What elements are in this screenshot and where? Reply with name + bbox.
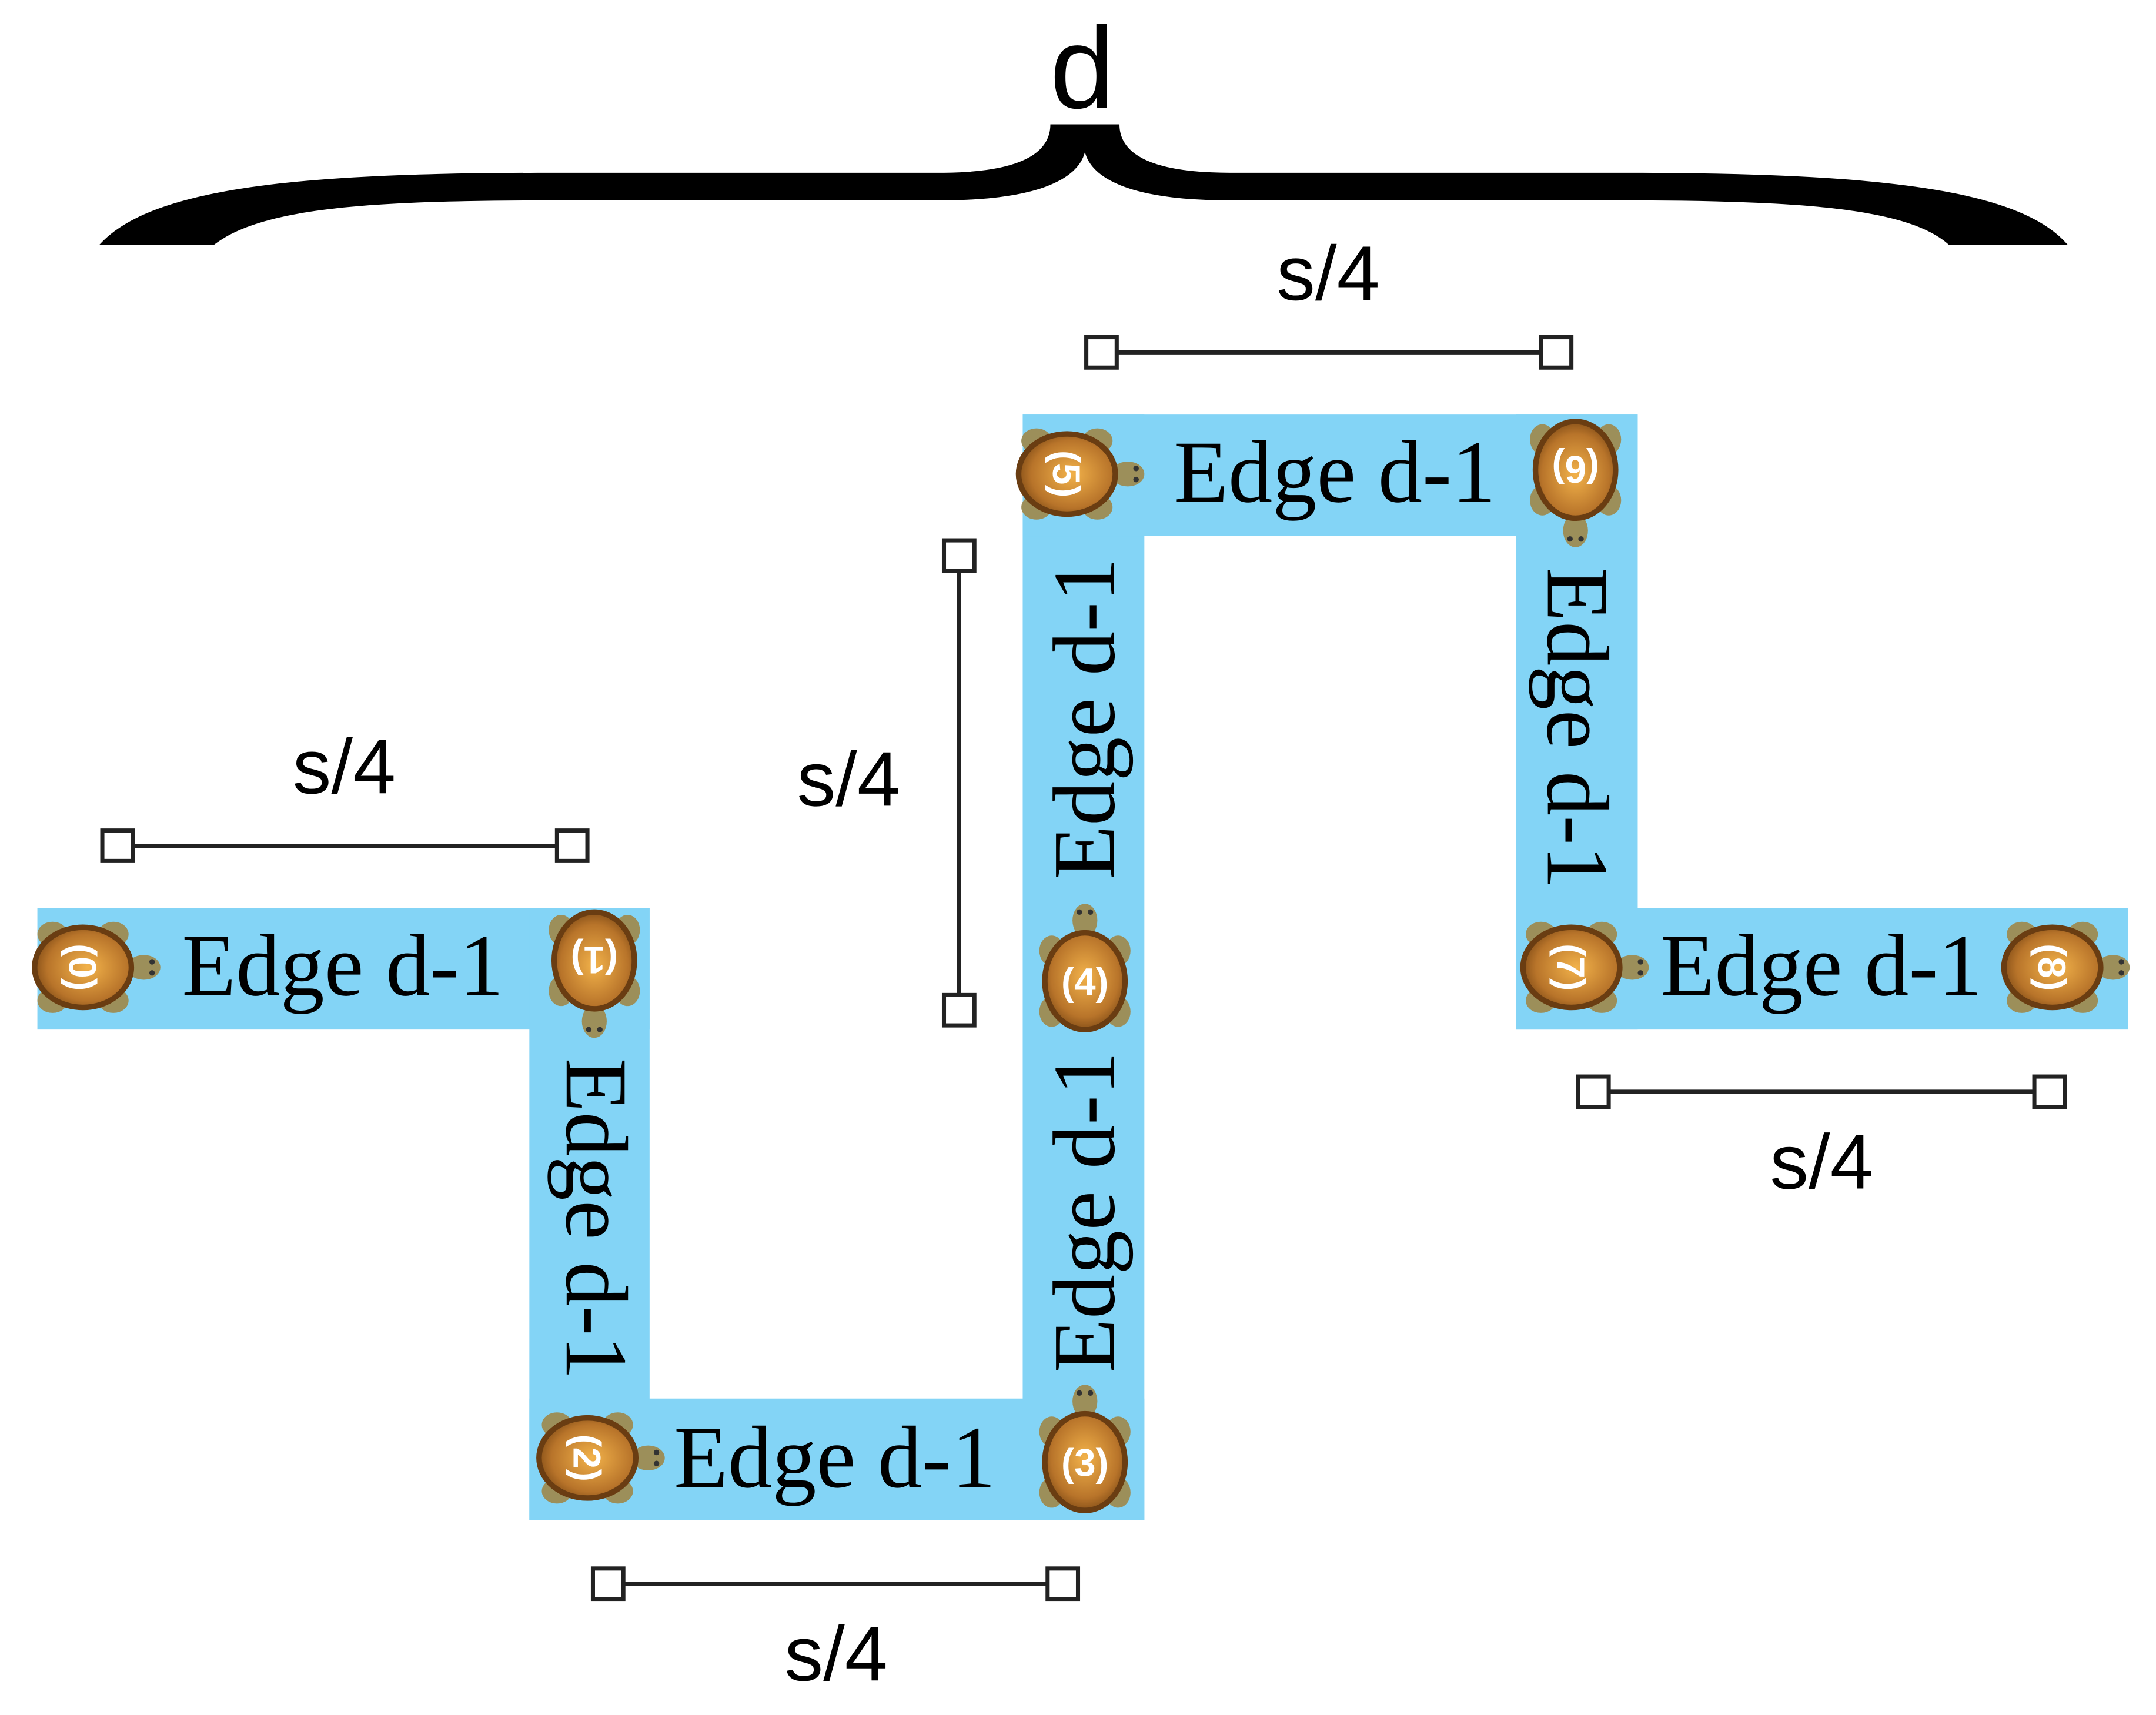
edge-label: Edge d-1 [1035,1051,1134,1373]
dimension-endpoint [1576,1074,1611,1109]
edge-label: Edge d-1 [1660,916,1982,1014]
turtle-icon: (1) [549,909,640,1038]
brace-label: d [1050,2,1115,132]
turtle-number: (6) [1552,448,1599,492]
dimension-label: s/4 [784,1610,888,1697]
turtle-icon: (6) [1530,419,1622,547]
turtle-number: (4) [1061,960,1108,1003]
dimension-markers [100,335,2067,1602]
turtle-number: (1) [571,938,618,982]
turtle-number: (3) [1061,1440,1108,1484]
turtle-number: (7) [1549,944,1593,991]
dimension-endpoint [1084,335,1119,370]
dimension-label: s/4 [1276,230,1380,316]
turtle-icon: (2) [536,1412,665,1504]
dimension-marker [590,1566,1081,1602]
turtle-number: (0) [61,944,105,991]
dimension-endpoint [1045,1566,1081,1602]
dimension-endpoint [100,828,135,863]
turtle-icon: (8) [2001,921,2130,1013]
dimension-marker [100,828,590,863]
dimension-marker [941,538,977,1028]
turtle-icon: (4) [1039,904,1131,1032]
turtle-icon: (0) [32,921,161,1013]
turtle-icon: (3) [1039,1385,1131,1513]
dimension-endpoint [554,828,590,863]
edge-label: Edge d-1 [1174,423,1496,521]
edge-label: Edge d-1 [547,1058,646,1380]
edge-labels: Edge d-1 Edge d-1 Edge d-1 Edge d-1 Edge… [182,423,1982,1506]
curly-brace [99,124,2068,245]
dimension-endpoint [1539,335,1574,370]
turtle-number: (5) [1045,450,1088,497]
dimension-marker [1084,335,1574,370]
dimension-labels: s/4 s/4 s/4 s/4 s/4 [293,230,1873,1697]
edge-label: Edge d-1 [1035,558,1134,880]
edge-label: Edge d-1 [674,1408,995,1506]
turtle-number: (8) [2030,944,2074,991]
dimension-endpoint [941,992,977,1028]
dimension-endpoint [590,1566,626,1602]
edge-label: Edge d-1 [182,916,503,1014]
dimension-marker [1576,1074,2067,1109]
dimension-label: s/4 [293,723,396,810]
dimension-label: s/4 [1770,1118,1873,1205]
dimension-endpoint [941,538,977,573]
turtle-number: (2) [566,1435,609,1482]
dimension-endpoint [2032,1074,2067,1109]
turtle-icon: (5) [1015,428,1145,520]
dimension-label: s/4 [797,736,901,822]
turtle-icon: (7) [1520,921,1649,1013]
edge-label: Edge d-1 [1529,567,1627,889]
turtles: (0) (1) (2) (3) (4) (5) (6) (7) (8) [32,419,2130,1513]
